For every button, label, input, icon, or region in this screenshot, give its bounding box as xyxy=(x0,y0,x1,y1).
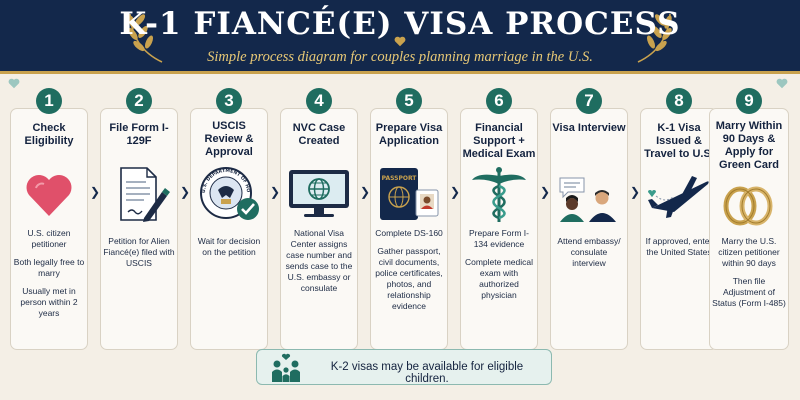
step-card xyxy=(709,108,789,350)
family-icon xyxy=(272,353,300,382)
step-6: 6 Financial Support + Medical Exam Prepa… xyxy=(460,88,538,350)
arrow-right-icon: ❯ xyxy=(630,185,641,199)
desc-line: Gather passport, civil documents, police… xyxy=(375,246,443,311)
desc-line: Wait for decision on the petition xyxy=(197,236,261,257)
step-description: Wait for decision on the petition xyxy=(193,236,265,265)
arrow-right-icon: ❯ xyxy=(270,185,281,199)
step-description: Prepare Form I-134 evidence Complete med… xyxy=(463,228,535,308)
document-pen-icon xyxy=(120,167,170,222)
step-number-badge: 8 xyxy=(666,88,692,114)
step-8: 8 K-1 Visa Issued & Travel to U.S. If ap… xyxy=(640,88,718,350)
desc-line: Prepare Form I-134 evidence xyxy=(469,228,529,249)
desc-line: Petition for Alien Fiancé(e) filed with … xyxy=(103,236,175,268)
step-description: Marry the U.S. citizen petitioner within… xyxy=(712,236,786,316)
arrow-right-icon: ❯ xyxy=(450,185,461,199)
desc-line: Then file Adjustment of Status (Form I-4… xyxy=(712,276,786,308)
step-card xyxy=(460,108,538,350)
step-description: If approved, enter the United States xyxy=(643,236,715,265)
step-number-badge: 4 xyxy=(306,88,332,114)
desc-line: U.S. citizen petitioner xyxy=(27,228,71,249)
laurel-left-icon xyxy=(128,13,163,63)
step-card xyxy=(550,108,628,350)
step-number-badge: 9 xyxy=(736,88,762,114)
step-number-badge: 5 xyxy=(396,88,422,114)
step-title: Prepare Visa Application xyxy=(375,122,443,147)
desc-line: National Visa Center assigns case number… xyxy=(285,228,353,293)
step-card xyxy=(640,108,718,350)
step-1: 1 Check Eligibility U.S. citizen petitio… xyxy=(10,88,88,350)
step-description: Complete DS-160 Gather passport, civil d… xyxy=(373,228,445,319)
step-title: Marry Within 90 Days & Apply for Green C… xyxy=(715,120,783,171)
step-number-badge: 3 xyxy=(216,88,242,114)
desc-line: If approved, enter the United States xyxy=(645,236,713,257)
caduceus-icon xyxy=(472,167,526,222)
step-description: U.S. citizen petitioner Both legally fre… xyxy=(13,228,85,326)
step-card xyxy=(190,108,268,350)
step-number-badge: 1 xyxy=(36,88,62,114)
step-9: 9 Marry Within 90 Days & Apply for Green… xyxy=(709,88,789,350)
wedding-rings-icon xyxy=(723,186,773,226)
k2-note-text: K-2 visas may be available for eligible … xyxy=(330,361,524,385)
step-title: K-1 Visa Issued & Travel to U.S. xyxy=(644,122,714,160)
desc-line: Marry the U.S. citizen petitioner within… xyxy=(718,236,780,268)
step-title: USCIS Review & Approval xyxy=(204,120,254,158)
k2-note-box: K-2 visas may be available for eligible … xyxy=(256,349,552,385)
step-description: Attend embassy/ consulate interview xyxy=(553,236,625,276)
step-title: Financial Support + Medical Exam xyxy=(462,122,536,160)
step-description: National Visa Center assigns case number… xyxy=(283,228,355,301)
desc-line: Usually met in person within 2 years xyxy=(20,286,78,318)
decorative-heart-icon xyxy=(776,78,788,89)
step-title: File Form I-129F xyxy=(109,122,169,147)
arrow-right-icon: ❯ xyxy=(90,185,101,199)
decorative-heart-icon xyxy=(8,78,20,89)
desc-line: Complete DS-160 xyxy=(375,228,443,238)
step-2: 2 File Form I-129F Petition for Alien Fi… xyxy=(100,88,178,350)
step-card xyxy=(10,108,88,350)
arrow-right-icon: ❯ xyxy=(180,185,191,199)
desc-line: Complete medical exam with authorized ph… xyxy=(464,257,534,300)
step-number-badge: 2 xyxy=(126,88,152,114)
step-number-badge: 6 xyxy=(486,88,512,114)
step-title: Visa Interview xyxy=(552,122,626,134)
step-description: Petition for Alien Fiancé(e) filed with … xyxy=(103,236,175,276)
process-steps: 1 Check Eligibility U.S. citizen petitio… xyxy=(0,88,800,350)
step-card xyxy=(370,108,448,350)
dhs-seal-check-icon: U.S. DEPARTMENT OF HOMELAND SECURITY xyxy=(194,164,259,220)
passport-icon: PASSPORT xyxy=(380,168,439,220)
desc-line: Attend embassy/ consulate interview xyxy=(557,236,621,268)
passport-text: PASSPORT xyxy=(382,175,418,182)
interview-people-icon xyxy=(559,177,616,222)
step-title: Check Eligibility xyxy=(24,122,74,147)
page-title: K-1 FIANCÉ(E) VISA PROCESS xyxy=(119,6,681,42)
step-3: 3 USCIS Review & Approval U.S. DEPARTMEN… xyxy=(190,88,268,350)
page-subtitle: Simple process diagram for couples plann… xyxy=(207,49,593,65)
step-card xyxy=(100,108,178,350)
monitor-globe-icon xyxy=(289,170,349,217)
arrow-right-icon: ❯ xyxy=(540,185,551,199)
airplane-icon xyxy=(648,176,709,218)
desc-line: Both legally free to marry xyxy=(13,257,85,278)
step-4: 4 NVC Case Created National Visa Center … xyxy=(280,88,358,350)
header-banner: K-1 FIANCÉ(E) VISA PROCESS Simple proces… xyxy=(0,0,800,74)
heart-divider-icon xyxy=(394,36,406,47)
step-5: 5 Prepare Visa Application PASSPORT Comp… xyxy=(370,88,448,350)
laurel-right-icon xyxy=(637,13,672,63)
arrow-right-icon: ❯ xyxy=(360,185,371,199)
step-7: 7 Visa Interview Attend embassy/ consula… xyxy=(550,88,628,350)
step-number-badge: 7 xyxy=(576,88,602,114)
heart-icon xyxy=(26,175,72,216)
step-title: NVC Case Created xyxy=(292,122,346,147)
